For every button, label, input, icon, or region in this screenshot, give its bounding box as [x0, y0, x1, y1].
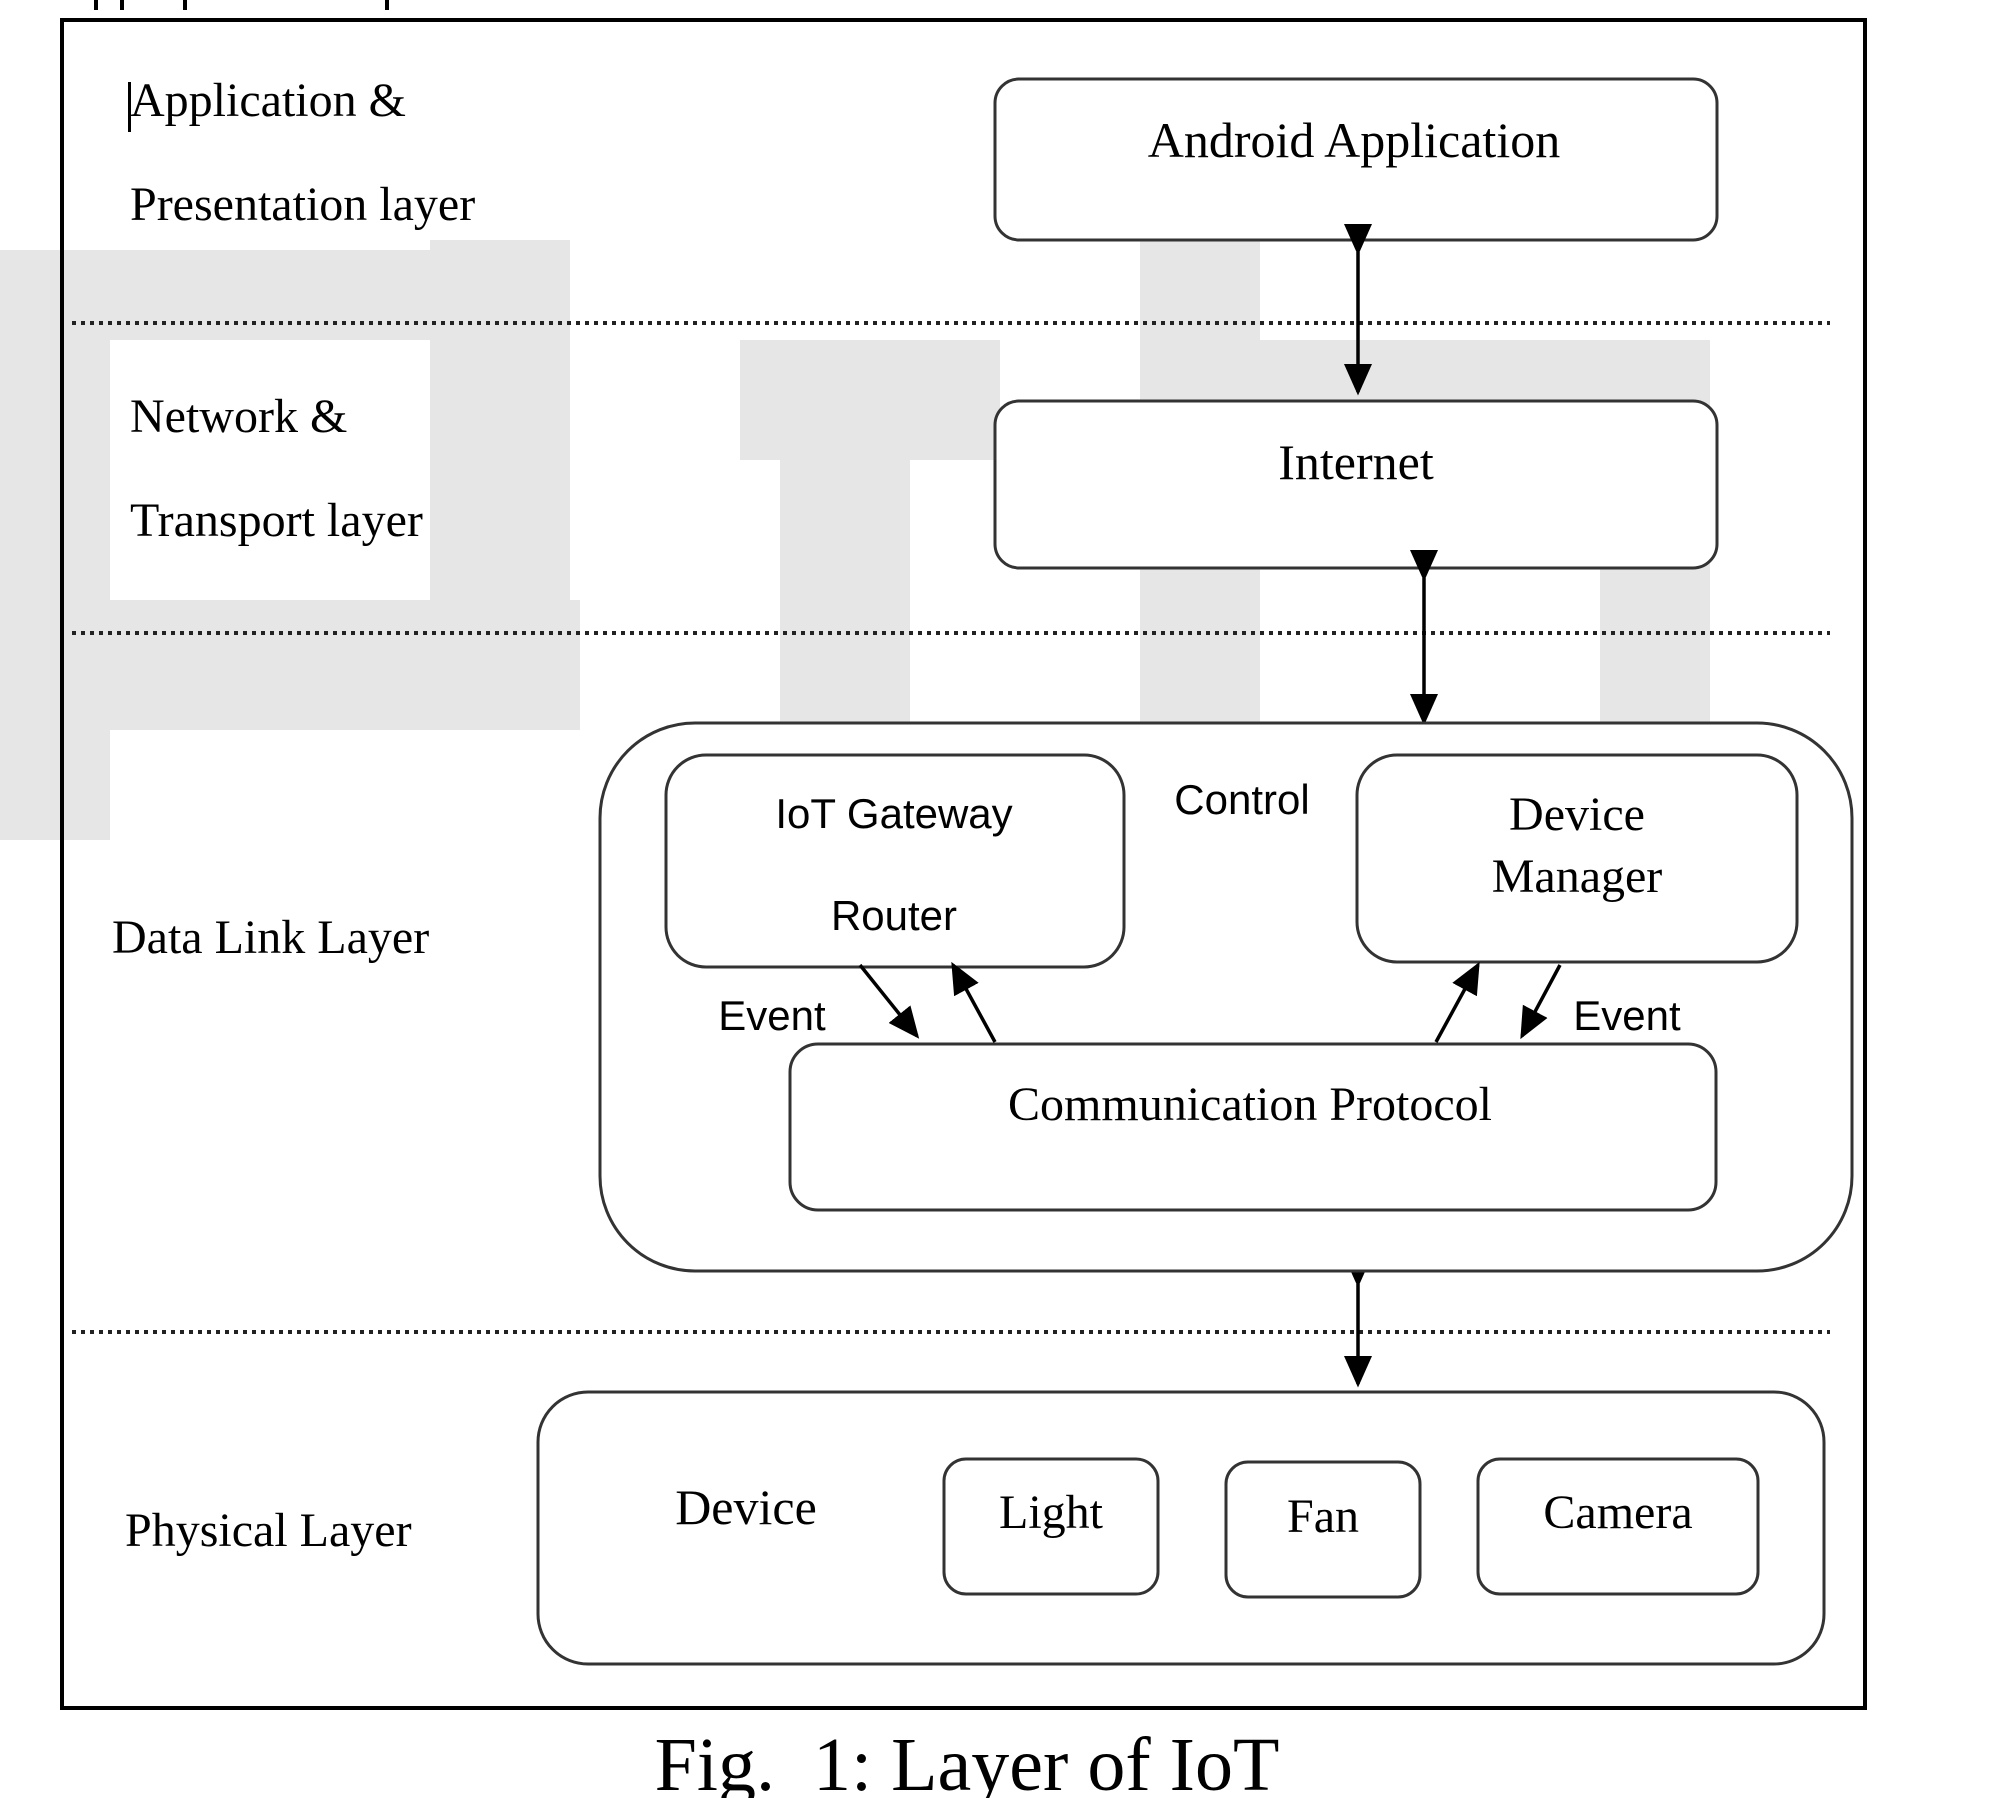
- node-device-manager: Device Manager: [1355, 753, 1799, 964]
- node-android-application-label: Android Application: [1148, 112, 1560, 168]
- edge-label-event-left: Event: [718, 992, 826, 1039]
- node-iot-gateway: IoT Gateway Router: [664, 753, 1126, 969]
- device-fan-label: Fan: [1287, 1490, 1359, 1543]
- arrow-protocol-to-gateway: [951, 961, 997, 1043]
- node-iot-gateway-label: IoT Gateway: [775, 790, 1012, 837]
- arrow-manager-to-protocol: [1520, 964, 1562, 1040]
- node-router-label: Router: [831, 892, 957, 939]
- arrow-gateway-to-protocol: [858, 963, 920, 1039]
- node-communication-protocol-label: Communication Protocol: [1008, 1078, 1492, 1131]
- layer-label-application-line1: Application &: [130, 74, 406, 127]
- node-device-manager-line2: Manager: [1492, 850, 1663, 903]
- figure-caption: Fig. 1: Layer of IoT: [655, 1723, 1280, 1798]
- node-internet-label: Internet: [1278, 434, 1434, 490]
- node-android-application: Android Application: [993, 77, 1719, 242]
- layer-label-physical: Physical Layer: [125, 1504, 412, 1557]
- node-device-fan: Fan: [1224, 1460, 1422, 1599]
- node-device-manager-line1: Device: [1509, 788, 1645, 841]
- edge-label-control: Control: [1174, 776, 1309, 823]
- device-light-label: Light: [999, 1486, 1104, 1539]
- edge-label-event-right: Event: [1573, 992, 1681, 1039]
- cropped-heading-fragment: [94, 0, 389, 10]
- text-cursor: [128, 82, 131, 132]
- node-communication-protocol: Communication Protocol: [788, 1042, 1718, 1212]
- device-group-label: Device: [675, 1479, 817, 1535]
- layer-label-datalink: Data Link Layer: [112, 911, 429, 964]
- datalink-group: IoT Gateway Router Control Device Manage…: [598, 721, 1854, 1273]
- layer-label-application-line2: Presentation layer: [130, 178, 475, 231]
- node-internet: Internet: [993, 399, 1719, 570]
- layer-label-network-line2: Transport layer: [130, 494, 423, 547]
- device-camera-label: Camera: [1543, 1486, 1692, 1539]
- physical-device-group: Device Light Fan Camera: [536, 1390, 1826, 1666]
- arrow-protocol-to-manager: [1434, 961, 1480, 1043]
- figure-frame: [60, 18, 1867, 1710]
- layer-label-network-line1: Network &: [130, 390, 347, 443]
- node-device-camera: Camera: [1476, 1457, 1760, 1596]
- node-device-light: Light: [942, 1457, 1160, 1596]
